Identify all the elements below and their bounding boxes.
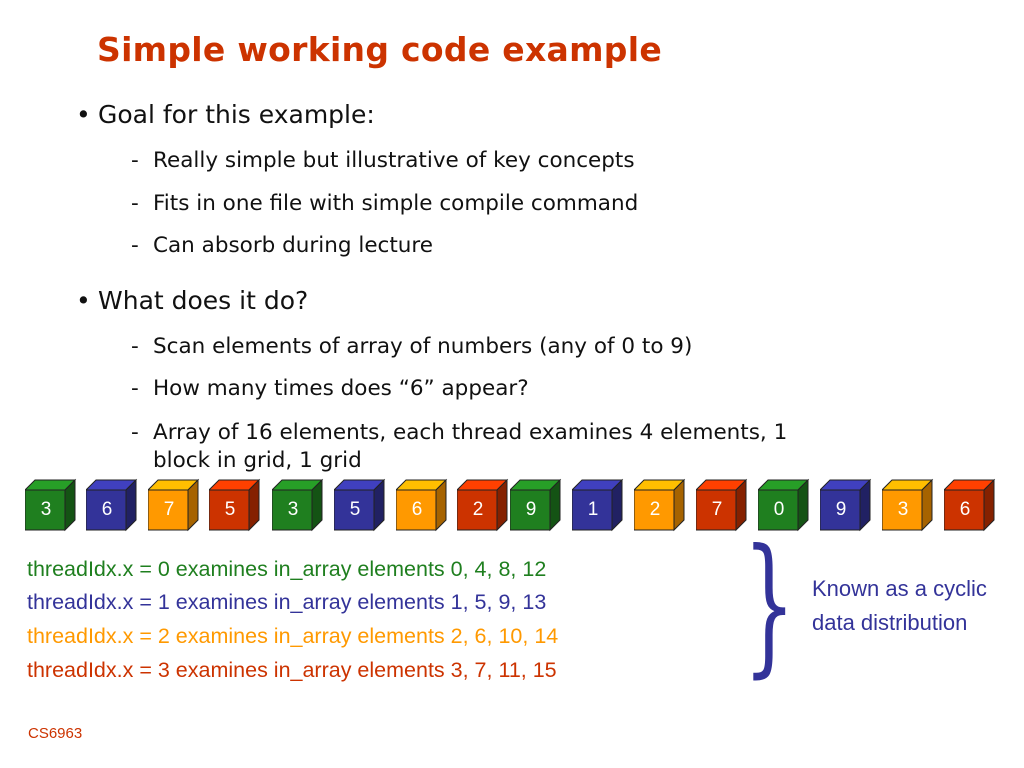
subbullet-text: How many times does “6” appear? (153, 376, 529, 401)
array-element-value: 3 (897, 499, 909, 520)
array-element-value: 2 (649, 499, 661, 520)
array-element-cube: 3 (272, 478, 324, 534)
array-element-cube: 0 (758, 478, 810, 534)
array-element-value: 3 (287, 499, 299, 520)
thread-line-0: threadIdx.x = 0 examines in_array elemen… (27, 557, 547, 581)
array-element-value: 6 (959, 499, 971, 520)
cyclic-distribution-note: Known as a cyclic data distribution (812, 576, 987, 635)
array-element-cube: 1 (572, 478, 624, 534)
array-element-value: 0 (773, 499, 785, 520)
subbullet-text: Really simple but illustrative of key co… (153, 148, 635, 173)
array-element-cube: 6 (86, 478, 138, 534)
thread-line-1: threadIdx.x = 1 examines in_array elemen… (27, 590, 547, 614)
bullet-goal-text: Goal for this example: (98, 100, 375, 129)
array-element-cube: 9 (820, 478, 872, 534)
array-element-cube: 2 (457, 478, 509, 534)
array-element-cube: 3 (25, 478, 77, 534)
subbullet-2-1: -Scan elements of array of numbers (any … (131, 333, 692, 361)
array-element-cube: 3 (882, 478, 934, 534)
dash-symbol: - (131, 420, 139, 445)
subbullet-2-2: -How many times does “6” appear? (131, 375, 529, 403)
subbullet-text: Array of 16 elements, each thread examin… (153, 420, 788, 445)
bullet-what: •What does it do? (76, 286, 308, 315)
array-element-value: 9 (835, 499, 847, 520)
array-element-value: 1 (587, 499, 599, 520)
curly-brace: } (743, 518, 796, 692)
subbullet-text: Can absorb during lecture (153, 233, 434, 258)
subbullet-1-3: -Can absorb during lecture (131, 232, 433, 260)
dash-symbol: - (131, 233, 139, 258)
array-element-value: 6 (101, 499, 113, 520)
array-element-value: 7 (711, 499, 723, 520)
dash-symbol: - (131, 148, 139, 173)
subbullet-2-3: -Array of 16 elements, each thread exami… (131, 419, 787, 475)
array-element-value: 2 (472, 499, 484, 520)
subbullet-1-2: -Fits in one file with simple compile co… (131, 190, 638, 218)
array-element-value: 9 (525, 499, 537, 520)
array-element-cube: 9 (510, 478, 562, 534)
dash-symbol: - (131, 334, 139, 359)
bullet-what-text: What does it do? (98, 286, 309, 315)
array-cubes: 3 6 7 5 3 5 6 2 9 1 2 7 0 9 3 6 (0, 478, 1024, 548)
array-element-cube: 7 (696, 478, 748, 534)
thread-line-2: threadIdx.x = 2 examines in_array elemen… (27, 624, 559, 648)
slide-title: Simple working code example (97, 30, 663, 69)
dash-symbol: - (131, 376, 139, 401)
bullet-symbol: • (76, 100, 91, 129)
course-footer: CS6963 (28, 725, 83, 742)
dash-symbol: - (131, 191, 139, 216)
array-element-value: 7 (163, 499, 175, 520)
array-element-value: 3 (40, 499, 52, 520)
array-element-value: 6 (411, 499, 423, 520)
array-element-cube: 7 (148, 478, 200, 534)
subbullet-text: Fits in one file with simple compile com… (153, 191, 639, 216)
array-element-value: 5 (349, 499, 361, 520)
subbullet-1-1: -Really simple but illustrative of key c… (131, 147, 635, 175)
thread-line-3: threadIdx.x = 3 examines in_array elemen… (27, 658, 557, 682)
array-element-cube: 6 (944, 478, 996, 534)
subbullet-text: Scan elements of array of numbers (any o… (153, 334, 693, 359)
bullet-symbol: • (76, 286, 91, 315)
array-element-cube: 2 (634, 478, 686, 534)
array-element-cube: 5 (334, 478, 386, 534)
array-element-cube: 6 (396, 478, 448, 534)
bullet-goal: •Goal for this example: (76, 100, 375, 129)
array-element-cube: 5 (209, 478, 261, 534)
subbullet-continuation: block in grid, 1 grid (153, 448, 362, 473)
array-element-value: 5 (224, 499, 236, 520)
